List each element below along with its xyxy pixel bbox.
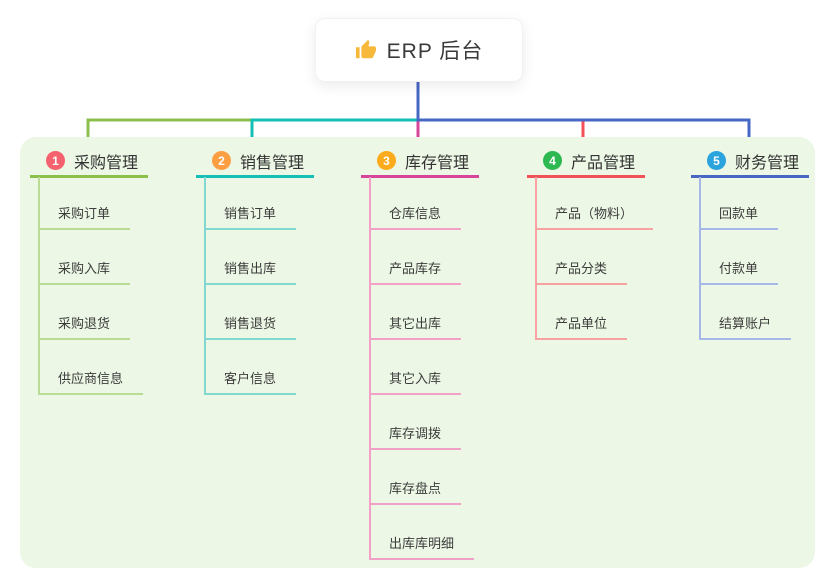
branch-item[interactable]: 其它出库 [369,308,462,340]
branch-item[interactable]: 仓库信息 [369,198,462,230]
root-node[interactable]: ERP 后台 [315,18,523,82]
branch-badge: 1 [46,151,65,170]
branch-item[interactable]: 产品分类 [535,253,628,285]
branch-badge: 3 [377,151,396,170]
branch-item[interactable]: 采购订单 [38,198,131,230]
branch-title[interactable]: 3 库存管理 [361,146,479,178]
branch-item[interactable]: 供应商信息 [38,363,144,395]
branch-item[interactable]: 库存调拨 [369,418,462,450]
branch-badge: 5 [707,151,726,170]
branch-title[interactable]: 1 采购管理 [30,146,148,178]
branch-title-label: 库存管理 [405,154,470,172]
branch-items-line [204,177,206,395]
branch-title[interactable]: 2 销售管理 [196,146,314,178]
branch-item[interactable]: 付款单 [699,253,779,285]
branch-item[interactable]: 采购退货 [38,308,131,340]
branch-items-line [38,177,40,395]
branch-item[interactable]: 库存盘点 [369,473,462,505]
branch-title-label: 销售管理 [240,154,305,172]
branch-items-line [369,177,371,560]
branch-item[interactable]: 产品库存 [369,253,462,285]
root-title: ERP 后台 [386,40,484,63]
branch-item[interactable]: 其它入库 [369,363,462,395]
branch-badge: 2 [212,151,231,170]
branch-title[interactable]: 4 产品管理 [527,146,645,178]
branch-item[interactable]: 销售出库 [204,253,297,285]
branch-item[interactable]: 销售订单 [204,198,297,230]
branch-item[interactable]: 回款单 [699,198,779,230]
branch-item[interactable]: 产品单位 [535,308,628,340]
branches-panel [20,137,815,568]
branch-title-label: 财务管理 [735,154,800,172]
branch-badge: 4 [543,151,562,170]
branch-items-line [699,177,701,340]
branch-item[interactable]: 产品（物料） [535,198,654,230]
branch-item[interactable]: 出库库明细 [369,528,475,560]
branch-item[interactable]: 采购入库 [38,253,131,285]
branch-items-line [535,177,537,340]
branch-title-label: 采购管理 [74,154,139,172]
branch-item[interactable]: 销售退货 [204,308,297,340]
branch-title[interactable]: 5 财务管理 [691,146,809,178]
branch-title-label: 产品管理 [571,154,636,172]
branch-item[interactable]: 客户信息 [204,363,297,395]
thumbs-up-icon [355,39,377,61]
branch-item[interactable]: 结算账户 [699,308,792,340]
